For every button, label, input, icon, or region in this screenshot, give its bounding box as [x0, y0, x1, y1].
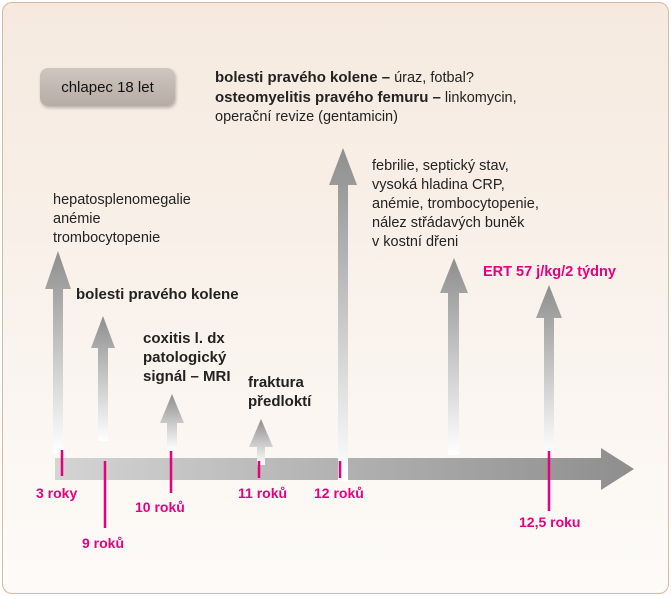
note-age3-line: anémie: [53, 211, 101, 227]
event-arrow-12: [329, 148, 357, 481]
event-arrow-12b: [440, 258, 468, 455]
patient-badge: chlapec 18 let: [40, 68, 175, 106]
note-age11: fraktura předloktí: [248, 373, 311, 411]
event-arrow-9: [91, 316, 115, 441]
note-age10-line: coxitis l. dx: [143, 330, 225, 347]
age-label-10: 10 roků: [135, 499, 185, 515]
note-age12-line: anémie, trombocytopenie,: [372, 196, 539, 212]
note-age12-5: ERT 57 j/kg/2 týdny: [483, 264, 616, 280]
top-note: bolesti pravého kolene – úraz, fotbal? o…: [215, 68, 517, 127]
note-age10-line: patologický: [143, 349, 227, 366]
note-age11-line: předloktí: [248, 393, 312, 410]
age-label-3: 3 roky: [36, 485, 78, 501]
age-label-9: 9 roků: [82, 535, 125, 551]
note-age10-line: signál – MRI: [143, 368, 231, 385]
event-arrow-11: [249, 419, 273, 465]
note-age12-line: febrilie, septický stav,: [372, 158, 509, 174]
note-age12: febrilie, septický stav, vysoká hladina …: [372, 157, 539, 252]
age-label-11: 11 roků: [238, 485, 288, 501]
top-note-line1-rest: úraz, fotbal?: [390, 70, 474, 86]
note-age12-line: v kostní dřeni: [372, 234, 459, 250]
top-note-line3: operační revize (gentamicin): [215, 109, 398, 125]
top-note-line1-bold: bolesti pravého kolene –: [215, 69, 391, 86]
top-note-line2-bold: osteomyelitis pravého femuru –: [215, 89, 441, 106]
note-age12-line: nález střádavých buněk: [372, 215, 525, 231]
age-label-12-5: 12,5 roku: [519, 514, 581, 530]
timeline-graphics: [45, 148, 634, 528]
note-age3-line: hepatosplenomegalie: [53, 192, 191, 208]
note-age9: bolesti pravého kolene: [76, 286, 239, 303]
top-note-line2-rest: linkomycin,: [440, 90, 517, 106]
age-label-12: 12 roků: [314, 485, 364, 501]
event-arrow-10: [160, 394, 184, 450]
event-arrow-3: [45, 251, 71, 453]
note-age12-line: vysoká hladina CRP,: [372, 177, 505, 193]
note-age3: hepatosplenomegalie anémie trombocytopen…: [53, 191, 191, 248]
note-age10: coxitis l. dx patologický signál – MRI: [143, 329, 231, 386]
event-arrow-12-5: [536, 285, 562, 455]
note-age11-line: fraktura: [248, 374, 304, 391]
note-age3-line: trombocytopenie: [53, 230, 161, 246]
